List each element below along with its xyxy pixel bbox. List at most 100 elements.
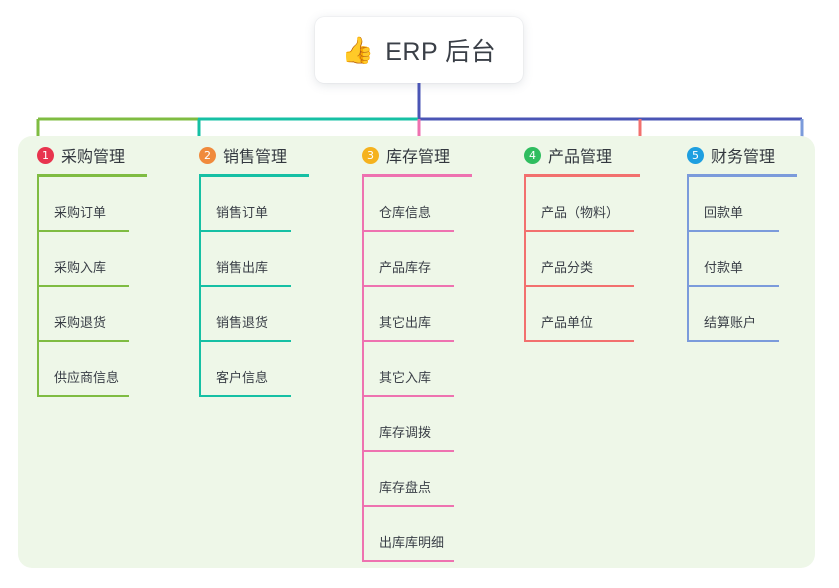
branch-header-2[interactable]: 2 销售管理 bbox=[199, 140, 287, 170]
branch-item[interactable]: 库存盘点 bbox=[362, 452, 454, 507]
branch-header-3[interactable]: 3 库存管理 bbox=[362, 140, 450, 170]
branch-item[interactable]: 采购退货 bbox=[37, 287, 129, 342]
branch-column-1: 1 采购管理采购订单采购入库采购退货供应商信息 bbox=[37, 140, 147, 397]
branch-column-4: 4 产品管理产品（物料） 产品分类产品单位 bbox=[524, 140, 640, 342]
branch-header-rule bbox=[524, 174, 640, 177]
branch-item[interactable]: 供应商信息 bbox=[37, 342, 129, 397]
branch-item-label: 采购退货 bbox=[54, 315, 107, 330]
branch-item-rule bbox=[362, 340, 454, 342]
branch-item[interactable]: 仓库信息 bbox=[362, 177, 454, 232]
branch-item-rule bbox=[524, 230, 634, 232]
branch-item[interactable]: 采购入库 bbox=[37, 232, 129, 287]
branch-item[interactable]: 产品单位 bbox=[524, 287, 634, 342]
branch-item-label: 结算账户 bbox=[704, 315, 757, 330]
branch-title: 采购管理 bbox=[61, 149, 126, 166]
branch-item-label: 产品单位 bbox=[541, 315, 594, 330]
branch-item-rule bbox=[199, 230, 291, 232]
branch-item-label: 仓库信息 bbox=[379, 205, 432, 220]
branches-panel bbox=[18, 136, 815, 568]
branch-header-4[interactable]: 4 产品管理 bbox=[524, 140, 612, 170]
root-node[interactable]: 👍 ERP 后台 bbox=[315, 17, 523, 83]
branch-header-1[interactable]: 1 采购管理 bbox=[37, 140, 125, 170]
branch-item-list: 回款单付款单结算账户 bbox=[687, 177, 779, 342]
branch-item-rule bbox=[37, 340, 129, 342]
branch-item[interactable]: 销售出库 bbox=[199, 232, 291, 287]
branch-item-list: 仓库信息产品库存其它出库其它入库库存调拨库存盘点出库库明细 bbox=[362, 177, 454, 562]
thumbs-up-icon: 👍 bbox=[341, 35, 375, 65]
branch-column-2: 2 销售管理销售订单销售出库销售退货客户信息 bbox=[199, 140, 309, 397]
branch-title: 产品管理 bbox=[548, 149, 613, 166]
branch-item-rule bbox=[199, 340, 291, 342]
branch-number-badge: 3 bbox=[362, 146, 379, 164]
branch-spine bbox=[362, 177, 364, 562]
branch-item-rule bbox=[37, 230, 129, 232]
branch-item-rule bbox=[37, 285, 129, 287]
branch-title: 销售管理 bbox=[223, 149, 288, 166]
branch-spine bbox=[199, 177, 201, 397]
branch-number-badge: 4 bbox=[524, 146, 541, 164]
branch-item-label: 采购入库 bbox=[54, 260, 107, 275]
branch-item-rule bbox=[687, 230, 779, 232]
branch-item-label: 销售订单 bbox=[216, 205, 269, 220]
branch-item-list: 产品（物料） 产品分类产品单位 bbox=[524, 177, 634, 342]
branch-header-rule bbox=[687, 174, 797, 177]
branch-item-label: 销售退货 bbox=[216, 315, 269, 330]
branch-item[interactable]: 销售退货 bbox=[199, 287, 291, 342]
branch-spine bbox=[687, 177, 689, 342]
branch-item[interactable]: 其它入库 bbox=[362, 342, 454, 397]
branch-item[interactable]: 销售订单 bbox=[199, 177, 291, 232]
branch-item-rule bbox=[199, 285, 291, 287]
branch-item-label: 回款单 bbox=[704, 205, 744, 220]
branch-item-rule bbox=[362, 285, 454, 287]
branch-item[interactable]: 回款单 bbox=[687, 177, 779, 232]
branch-item-label: 产品库存 bbox=[379, 260, 432, 275]
branch-header-rule bbox=[362, 174, 472, 177]
branch-item-label: 客户信息 bbox=[216, 370, 269, 385]
branch-item[interactable]: 客户信息 bbox=[199, 342, 291, 397]
branch-item-rule bbox=[362, 560, 454, 562]
branch-item[interactable]: 采购订单 bbox=[37, 177, 129, 232]
branch-number-badge: 5 bbox=[687, 146, 704, 164]
branch-spine bbox=[37, 177, 39, 397]
branch-item-rule bbox=[524, 285, 634, 287]
branch-item-rule bbox=[687, 340, 779, 342]
branch-item-label: 库存盘点 bbox=[379, 480, 432, 495]
branch-number-badge: 1 bbox=[37, 146, 54, 164]
branch-item[interactable]: 产品（物料） bbox=[524, 177, 634, 232]
branch-item-label: 付款单 bbox=[704, 260, 744, 275]
branch-item-label: 产品（物料） bbox=[541, 205, 620, 220]
branch-header-rule bbox=[37, 174, 147, 177]
branch-item-label: 其它出库 bbox=[379, 315, 432, 330]
branch-item[interactable]: 库存调拨 bbox=[362, 397, 454, 452]
branch-item[interactable]: 结算账户 bbox=[687, 287, 779, 342]
branch-item-rule bbox=[199, 395, 291, 397]
branch-item-label: 采购订单 bbox=[54, 205, 107, 220]
branch-header-rule bbox=[199, 174, 309, 177]
branch-item[interactable]: 其它出库 bbox=[362, 287, 454, 342]
branch-item-rule bbox=[524, 340, 634, 342]
branch-item-label: 库存调拨 bbox=[379, 425, 432, 440]
branch-item-rule bbox=[687, 285, 779, 287]
branch-item-list: 销售订单销售出库销售退货客户信息 bbox=[199, 177, 291, 397]
branch-spine bbox=[524, 177, 526, 342]
branch-item-rule bbox=[362, 230, 454, 232]
branch-item-label: 其它入库 bbox=[379, 370, 432, 385]
branch-title: 库存管理 bbox=[386, 149, 451, 166]
branch-item-rule bbox=[362, 395, 454, 397]
branch-number-badge: 2 bbox=[199, 146, 216, 164]
branch-item[interactable]: 出库库明细 bbox=[362, 507, 454, 562]
branch-item-rule bbox=[362, 505, 454, 507]
branch-item[interactable]: 产品分类 bbox=[524, 232, 634, 287]
branch-item-list: 采购订单采购入库采购退货供应商信息 bbox=[37, 177, 129, 397]
root-node-title: ERP 后台 bbox=[385, 38, 497, 66]
branch-item[interactable]: 产品库存 bbox=[362, 232, 454, 287]
branch-item-rule bbox=[37, 395, 129, 397]
branch-item-label: 销售出库 bbox=[216, 260, 269, 275]
branch-item-rule bbox=[362, 450, 454, 452]
branch-item-label: 产品分类 bbox=[541, 260, 594, 275]
branch-item[interactable]: 付款单 bbox=[687, 232, 779, 287]
branch-item-label: 供应商信息 bbox=[54, 370, 120, 385]
